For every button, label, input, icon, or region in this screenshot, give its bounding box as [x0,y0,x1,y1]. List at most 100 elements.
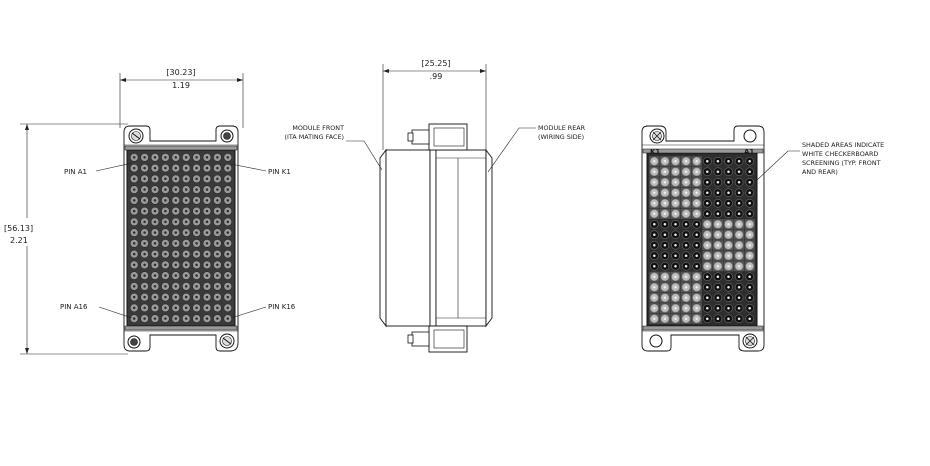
contact-pin-center [674,180,677,184]
contact-pin-center [195,177,198,181]
contact-pin-center [748,254,751,258]
contact-pin-center [695,212,698,216]
contact-pin-center [706,285,709,289]
contact-pin-center [143,188,146,191]
contact-pin-center [216,317,219,320]
contact-pin-center [216,285,219,288]
contact-pin-center [143,220,146,224]
contact-pin-center [205,231,209,234]
contact-pin-center [226,263,230,267]
contact-pin-center [132,317,136,320]
contact-pin-center [653,201,656,205]
pin-a16-label: PIN A16 [60,303,88,311]
contact-pin-center [226,252,230,256]
front-width-dimension: [30.23] 1.19 [119,68,244,128]
contact-pin-center [153,220,157,224]
module-rear-label: MODULE REAR [538,124,586,132]
contact-pin-center [695,306,698,310]
contact-pin-center [695,275,698,279]
contact-pin-center [684,285,688,289]
contact-pin-center [653,296,656,300]
contact-pin-center [184,166,188,170]
contact-pin-center [653,222,656,226]
contact-pin-center [748,264,751,268]
shading-note-line-4: AND REAR) [802,168,838,176]
contact-pin-center [174,156,178,159]
contact-pin-center [663,306,667,310]
contact-pin-center [663,233,667,237]
contact-pin-center [132,220,136,224]
contact-pin-center [748,159,751,163]
contact-pin-center [153,285,157,288]
contact-pin-center [737,317,741,321]
contact-pin-center [143,263,146,267]
contact-pin-center [674,159,677,163]
contact-pin-center [727,275,730,279]
contact-pin-center [748,180,751,184]
contact-pin-center [184,306,188,310]
contact-pin-center [748,222,751,226]
contact-pin-center [143,295,146,299]
contact-pin-center [663,212,667,216]
front-screw-bottom-right-icon [219,333,235,349]
contact-pin-center [727,296,730,300]
contact-pin-center [653,191,656,195]
contact-pin-center [143,156,146,159]
contact-pin-center [684,296,688,300]
contact-pin-center [737,306,741,310]
contact-pin-center [216,156,219,159]
contact-pin-center [174,263,178,267]
contact-pin-center [153,242,157,245]
contact-pin-center [216,274,219,277]
contact-pin-center [205,242,209,245]
contact-pin-center [706,159,709,163]
contact-pin-center [226,188,230,191]
contact-pin-center [205,252,209,256]
shading-note-line-3: SCREENING (TYP. FRONT [802,159,881,167]
contact-pin-center [164,177,167,181]
pin-k1-label: PIN K1 [268,168,291,176]
contact-pin-center [653,254,656,258]
contact-pin-center [748,170,751,174]
contact-pin-center [737,296,741,300]
contact-pin-center [164,231,167,234]
contact-pin-center [184,220,188,224]
contact-pin-center [195,263,198,267]
contact-pin-center [684,254,688,258]
contact-pin-center [226,209,230,213]
contact-pin-center [716,212,720,216]
contact-pin-center [184,199,188,202]
contact-pin-center [706,201,709,205]
contact-pin-center [716,306,720,310]
contact-pin-center [164,209,167,213]
contact-pin-center [663,180,667,184]
contact-pin-center [706,296,709,300]
contact-pin-center [174,188,178,191]
contact-pin-center [226,166,230,170]
side-bottom-bracket [407,325,468,353]
contact-pin-center [153,166,157,170]
contact-pin-center [184,242,188,245]
contact-pin-center [132,177,136,181]
contact-pin-center [716,264,720,268]
contact-pin-center [716,296,720,300]
contact-pin-center [153,274,157,277]
contact-pin-center [164,199,167,202]
contact-pin-center [184,252,188,256]
contact-pin-center [663,201,667,205]
contact-pin-center [184,263,188,267]
contact-pin-center [684,306,688,310]
contact-pin-center [748,212,751,216]
contact-pin-center [674,233,677,237]
contact-pin-center [205,220,209,224]
contact-pin-center [174,177,178,181]
contact-pin-center [216,231,219,234]
contact-pin-center [132,209,136,213]
contact-pin-center [716,222,720,226]
contact-pin-center [132,242,136,245]
contact-pin-center [663,264,667,268]
contact-pin-center [174,274,178,277]
contact-pin-center [132,166,136,170]
contact-pin-center [684,159,688,163]
